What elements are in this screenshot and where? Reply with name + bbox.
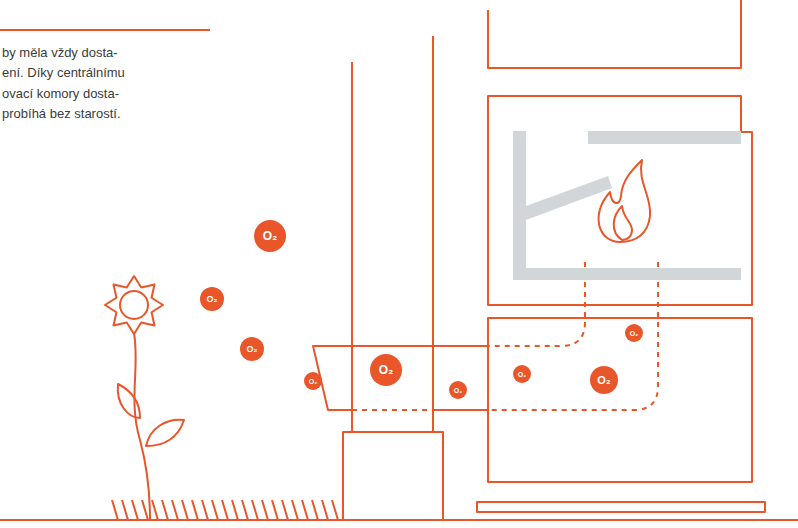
grass: [112, 500, 338, 520]
grass-stroke: [172, 500, 178, 520]
oxygen-label: O₂: [518, 371, 527, 378]
air-duct: [433, 409, 488, 411]
flame: [599, 160, 651, 242]
air-duct: [313, 346, 488, 410]
grass-stroke: [322, 500, 328, 520]
oxygen-bubble: O₂: [513, 365, 531, 383]
oxygen-bubble: O₂: [370, 354, 402, 386]
baffle: [513, 131, 741, 280]
oxygen-label: O₂: [207, 295, 218, 304]
grass-stroke: [182, 500, 188, 520]
oxygen-label: O₂: [379, 364, 394, 376]
grass-stroke: [242, 500, 248, 520]
grass-stroke: [152, 500, 158, 520]
oxygen-label: O₂: [247, 345, 258, 354]
oxygen-bubble: O₂: [200, 287, 224, 311]
wall-footing: [343, 432, 443, 520]
oxygen-bubble: O₂: [304, 372, 322, 390]
grass-stroke: [122, 500, 128, 520]
oxygen-label: O₂: [630, 330, 639, 337]
paragraph-line: probíhá bez starostí.: [2, 107, 121, 120]
oxygen-bubble: O₂: [625, 324, 643, 342]
grass-stroke: [192, 500, 198, 520]
flower-center: [120, 291, 148, 319]
flower-stem: [134, 333, 150, 520]
firebox: [488, 96, 752, 305]
flame-inner: [614, 206, 632, 240]
grass-stroke: [142, 500, 148, 520]
grass-stroke: [252, 500, 258, 520]
oxygen-bubble: O₂: [240, 337, 264, 361]
oxygen-bubble: O₂: [254, 220, 286, 252]
grass-stroke: [112, 500, 118, 520]
flower-petals: [105, 276, 163, 334]
grass-stroke: [132, 500, 138, 520]
ground-line: [0, 519, 798, 521]
grass-stroke: [262, 500, 268, 520]
paragraph-line: ovací komory dosta-: [2, 87, 119, 100]
grass-stroke: [272, 500, 278, 520]
grass-stroke: [202, 500, 208, 520]
oxygen-label: O₂: [309, 378, 318, 385]
grass-stroke: [292, 500, 298, 520]
rule-line: [0, 29, 210, 31]
oxygen-bubble: O₂: [590, 366, 618, 394]
paragraph-line: by měla vždy dosta-: [2, 46, 118, 59]
flower-leaf: [118, 384, 140, 418]
oxygen-label: O₂: [597, 375, 610, 386]
wall-line: [432, 36, 434, 432]
air-path: [352, 262, 658, 410]
grass-stroke: [222, 500, 228, 520]
grass-stroke: [302, 500, 308, 520]
flower-leaf: [146, 420, 184, 446]
grass-stroke: [282, 500, 288, 520]
grass-stroke: [332, 500, 338, 520]
wall-line: [351, 62, 353, 432]
grass-stroke: [212, 500, 218, 520]
grass-stroke: [312, 500, 318, 520]
oxygen-label: O₂: [263, 230, 278, 242]
stove-base: [488, 318, 752, 482]
grass-stroke: [232, 500, 238, 520]
oxygen-label: O₂: [454, 387, 463, 394]
base-plate: [477, 502, 765, 512]
oxygen-bubble: O₂: [449, 381, 467, 399]
grass-stroke: [162, 500, 168, 520]
paragraph-line: ení. Díky centrálnímu: [2, 66, 125, 79]
stove-top: [488, 0, 741, 68]
